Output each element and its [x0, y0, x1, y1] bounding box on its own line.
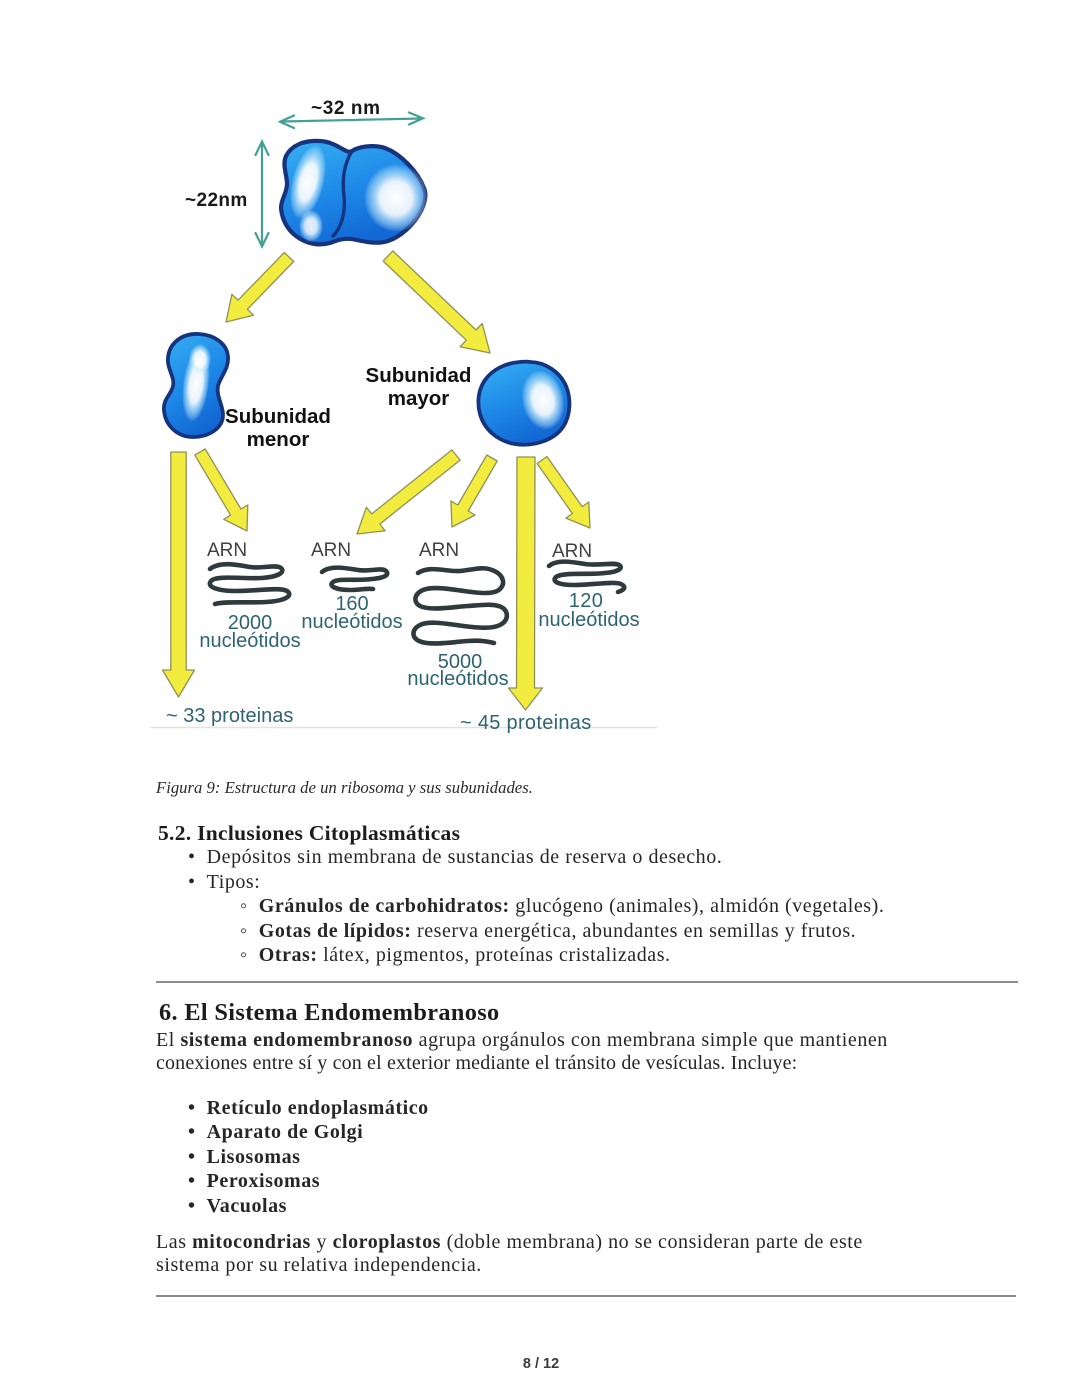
svg-text:nucleótidos: nucleótidos: [538, 609, 639, 631]
svg-text:Subunidad: Subunidad: [366, 364, 472, 387]
svg-text:Subunidad: Subunidad: [225, 405, 331, 428]
svg-text:2000: 2000: [228, 612, 273, 634]
svg-text:mayor: mayor: [388, 387, 450, 410]
svg-text:nucleótidos: nucleótidos: [407, 668, 508, 690]
svg-text:~32 nm: ~32 nm: [311, 98, 381, 119]
svg-text:menor: menor: [247, 428, 310, 451]
svg-text:ARN: ARN: [311, 540, 351, 561]
svg-text:~ 45 proteinas: ~ 45 proteinas: [460, 712, 592, 734]
svg-text:ARN: ARN: [552, 541, 592, 562]
svg-text:nucleótidos: nucleótidos: [199, 630, 300, 652]
svg-text:~ 33 proteinas: ~ 33 proteinas: [166, 705, 293, 727]
svg-text:120: 120: [569, 590, 604, 612]
svg-text:160: 160: [335, 593, 368, 615]
svg-text:nucleótidos: nucleótidos: [301, 611, 402, 633]
svg-text:5000: 5000: [438, 651, 483, 673]
svg-text:~22nm: ~22nm: [185, 190, 248, 211]
svg-text:ARN: ARN: [419, 540, 459, 561]
svg-text:ARN: ARN: [207, 540, 247, 561]
